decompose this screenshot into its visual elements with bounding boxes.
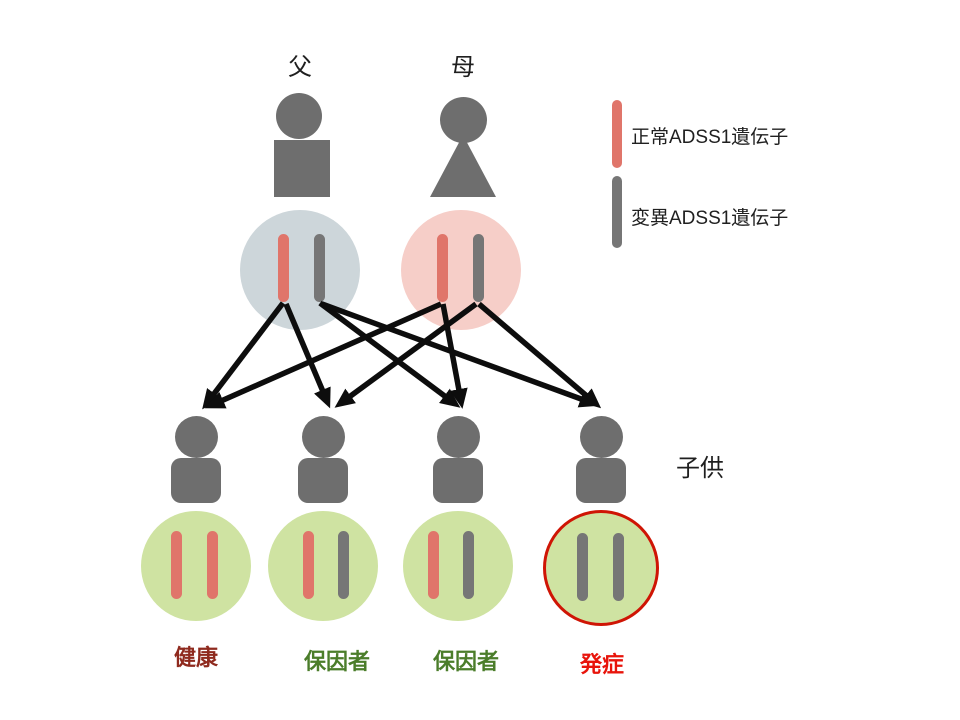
child-4-body <box>576 458 626 503</box>
arrow-father-normal-to-child-2 <box>283 302 331 409</box>
child-2-head <box>302 416 345 458</box>
child-2-body <box>298 458 348 503</box>
arrow-father-normal-to-child-1 <box>202 301 286 410</box>
child-1-status-label: 健康 <box>173 645 218 670</box>
child-3-body <box>433 458 483 503</box>
child-1-body <box>171 458 221 503</box>
arrow-mother-normal-to-child-3 <box>440 303 468 409</box>
mother-mutant-gene-bar <box>473 234 484 302</box>
arrow-mother-mutant-to-child-2 <box>334 301 478 408</box>
arrow-mother-normal-to-child-1 <box>204 301 443 409</box>
father-label: 父 <box>288 54 312 81</box>
normal-gene-legend-label: 正常ADSS1遺伝子 <box>631 127 789 148</box>
child-2-gene-bar-left <box>303 531 314 599</box>
arrow-father-mutant-to-child-3 <box>318 300 461 408</box>
child-3-status-label: 保因者 <box>432 649 499 674</box>
children-label: 子供 <box>676 455 724 482</box>
mother-normal-gene-bar <box>437 234 448 302</box>
mother-body <box>430 135 496 197</box>
child-1-head <box>175 416 218 458</box>
child-3-gene-bar-left <box>428 531 439 599</box>
father-mutant-gene-bar <box>314 234 325 302</box>
child-4-head <box>580 416 623 458</box>
child-1-gene-bar-left <box>171 531 182 599</box>
child-1-gene-circle <box>141 511 251 621</box>
mutant-gene-legend-label: 変異ADSS1遺伝子 <box>631 208 789 229</box>
child-2-status-label: 保因者 <box>303 649 370 674</box>
father-body <box>274 140 330 197</box>
child-4-status-label: 発症 <box>579 652 624 677</box>
child-2-gene-bar-right <box>338 531 349 599</box>
child-4-gene-bar-left <box>577 533 588 601</box>
child-3-gene-bar-right <box>463 531 474 599</box>
normal-gene-legend-icon <box>612 100 622 168</box>
child-2-gene-circle <box>268 511 378 621</box>
child-4-gene-bar-right <box>613 533 624 601</box>
arrow-father-mutant-to-child-4 <box>321 301 600 408</box>
mutant-gene-legend-icon <box>612 176 622 248</box>
child-4-gene-circle-affected <box>543 510 659 626</box>
child-1-gene-bar-right <box>207 531 218 599</box>
arrow-mother-mutant-to-child-4 <box>477 301 602 409</box>
father-head <box>276 93 322 139</box>
child-3-head <box>437 416 480 458</box>
mother-label: 母 <box>451 54 475 81</box>
father-normal-gene-bar <box>278 234 289 302</box>
child-3-gene-circle <box>403 511 513 621</box>
